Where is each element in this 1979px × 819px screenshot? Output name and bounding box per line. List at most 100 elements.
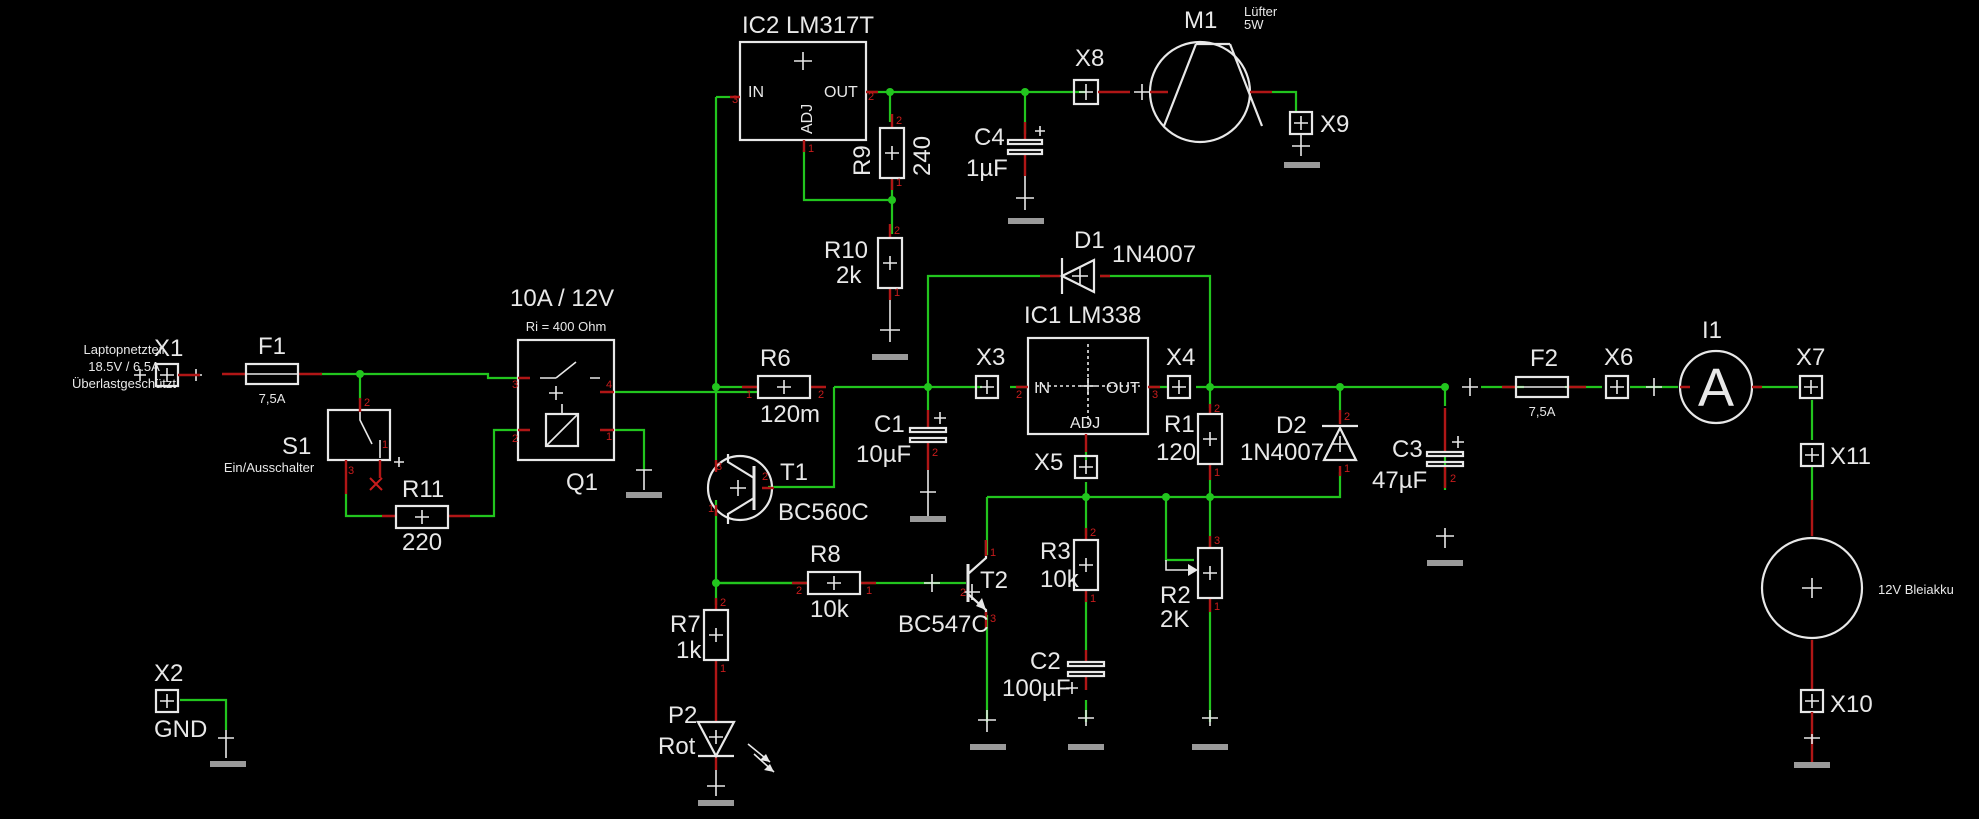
- x9-name: X9: [1320, 111, 1349, 138]
- ic2-pin-adj: ADJ: [799, 104, 816, 134]
- r1-name: R1: [1164, 411, 1195, 438]
- svg-text:2: 2: [762, 471, 768, 483]
- regulator-ic2: IC2 LM317T IN OUT ADJ 3 2 1: [730, 12, 878, 155]
- r2-value: 2K: [1160, 606, 1189, 633]
- x5-name: X5: [1034, 449, 1063, 476]
- svg-text:2: 2: [960, 587, 966, 599]
- m1-value-line-1: Lüfter: [1244, 4, 1278, 19]
- t1-name: T1: [780, 459, 808, 486]
- svg-text:1: 1: [1214, 467, 1220, 479]
- svg-text:2: 2: [894, 225, 900, 237]
- ground-p2: [698, 800, 734, 806]
- d1-value: 1N4007: [1112, 241, 1196, 268]
- svg-text:1: 1: [720, 663, 726, 675]
- c1-name: C1: [874, 411, 905, 438]
- diode-d1: D1 1N4007: [1040, 227, 1196, 294]
- connector-x1: Laptopnetzteil 18.5V / 6.5A Überlastgesc…: [72, 335, 202, 391]
- resistor-r8: R8 2 1 10k: [792, 541, 940, 623]
- r11-name: R11: [402, 476, 444, 503]
- resistor-r6: R6 1 2 120m: [742, 345, 826, 428]
- connector-x4: X4: [1166, 344, 1195, 400]
- svg-text:3: 3: [1214, 535, 1220, 547]
- svg-text:1: 1: [746, 389, 752, 401]
- fan-motor-m1: M1 Lüfter 5W: [1148, 4, 1278, 144]
- f2-value: 7,5A: [1529, 404, 1556, 419]
- r10-value: 2k: [836, 262, 862, 289]
- ic2-pin-in: IN: [748, 84, 764, 101]
- r6-value: 120m: [760, 401, 820, 428]
- resistor-r3: R3 10k 2 1: [1040, 527, 1100, 605]
- i1-symbol: A: [1698, 358, 1734, 418]
- svg-text:2: 2: [868, 91, 874, 103]
- d2-value: 1N4007: [1240, 439, 1324, 466]
- x2-name: X2: [154, 660, 183, 687]
- p2-name: P2: [668, 702, 697, 729]
- connector-x6: X6: [1604, 344, 1662, 400]
- r11-value: 220: [402, 529, 442, 556]
- ground-symbols: [210, 162, 1830, 806]
- x1-note-line-2: 18.5V / 6.5A: [88, 359, 160, 374]
- d1-name: D1: [1074, 227, 1105, 254]
- svg-text:2: 2: [1214, 403, 1220, 415]
- svg-text:2: 2: [1450, 473, 1456, 485]
- ic1-pin-adj: ADJ: [1070, 415, 1100, 432]
- f1-name: F1: [258, 333, 286, 360]
- ground-c3: [1427, 560, 1463, 566]
- ic2-name: IC2 LM317T: [742, 12, 874, 39]
- svg-text:2: 2: [818, 389, 824, 401]
- svg-text:1: 1: [708, 503, 714, 515]
- r7-name: R7: [670, 611, 701, 638]
- svg-text:2: 2: [1090, 527, 1096, 539]
- c3-value: 47µF: [1372, 467, 1427, 494]
- resistor-r1: R1 120 2 1: [1156, 403, 1224, 480]
- c4-name: C4: [974, 124, 1005, 151]
- fuse-f2: F2 7,5A: [1502, 345, 1586, 419]
- led-p2: P2 Rot: [658, 676, 775, 796]
- svg-text:3: 3: [716, 461, 722, 473]
- diode-d2: D2 1N4007 2 1: [1240, 410, 1358, 476]
- capacitor-c2: C2 100µF: [1002, 648, 1106, 702]
- svg-text:3: 3: [990, 613, 996, 625]
- ground-t2: [970, 744, 1006, 750]
- r8-value: 10k: [810, 596, 850, 623]
- svg-text:1: 1: [1214, 601, 1220, 613]
- x1-note-line-3: Überlastgeschützt: [72, 376, 176, 391]
- junctions: [356, 88, 1449, 587]
- x10-name: X10: [1830, 691, 1873, 718]
- r9-name: R9: [849, 145, 876, 176]
- ground-battery: [1794, 762, 1830, 768]
- q1-name: Q1: [566, 469, 598, 496]
- r7-value: 1k: [676, 637, 702, 664]
- x4-name: X4: [1166, 344, 1195, 371]
- ground-gnd-x2: [210, 730, 246, 767]
- potentiometer-r2: 3 1 R2 2K: [1160, 535, 1224, 633]
- capacitor-c3: C3 47µF 2: [1372, 378, 1478, 548]
- capacitor-c4: C4 1µF: [966, 122, 1045, 210]
- ic1-name: IC1 LM338: [1024, 302, 1141, 329]
- p2-value: Rot: [658, 733, 696, 760]
- capacitor-c1: C1 10µF 2: [856, 410, 948, 520]
- s1-name: S1: [282, 433, 311, 460]
- svg-text:3: 3: [732, 94, 738, 106]
- svg-text:1: 1: [606, 431, 612, 443]
- svg-text:1: 1: [866, 585, 872, 597]
- ground-r10: [872, 354, 908, 360]
- relay-q1: 10A / 12V Ri = 400 Ohm 4 3 2 1 Q1: [510, 285, 616, 496]
- svg-text:2: 2: [796, 585, 802, 597]
- transistor-t2: 1 2 3 T2 BC547C: [898, 540, 1008, 732]
- t2-name: T2: [980, 567, 1008, 594]
- ground-q1: [626, 469, 662, 498]
- switch-s1: 2 3 1 S1 Ein/Ausschalter: [224, 397, 404, 494]
- x3-name: X3: [976, 344, 1005, 371]
- connector-x5: X5: [1034, 449, 1099, 480]
- svg-text:1: 1: [896, 177, 902, 189]
- svg-text:2: 2: [364, 397, 370, 409]
- t1-value: BC560C: [778, 499, 869, 526]
- svg-text:1: 1: [1090, 593, 1096, 605]
- r2-name: R2: [1160, 582, 1191, 609]
- svg-text:1: 1: [894, 287, 900, 299]
- svg-text:3: 3: [348, 465, 354, 477]
- ground-c1: [910, 516, 946, 522]
- ic1-pin-out: OUT: [1106, 380, 1140, 397]
- svg-text:2: 2: [720, 597, 726, 609]
